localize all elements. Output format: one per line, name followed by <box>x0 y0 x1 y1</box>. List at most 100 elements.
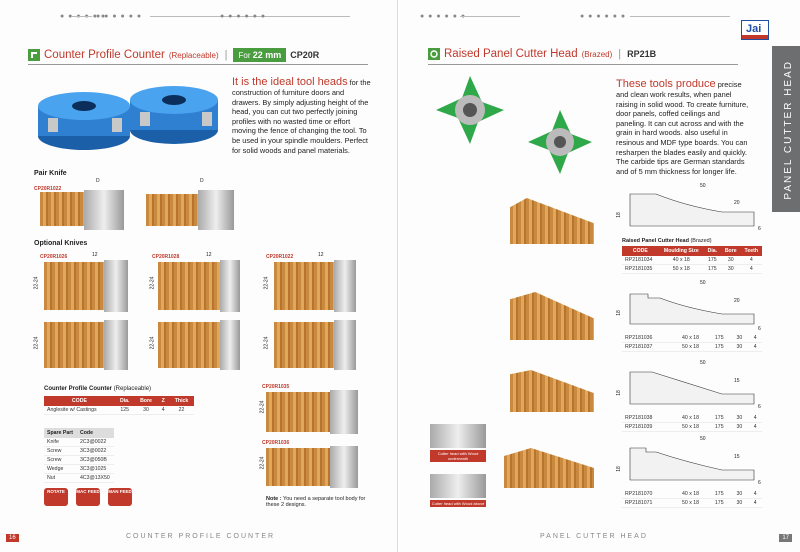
title-underline <box>428 64 738 65</box>
table-cell: Wedge <box>44 464 77 474</box>
dim-depth: 6 <box>758 326 761 332</box>
optional-wood <box>44 262 104 310</box>
table-cell: 30 <box>730 422 749 432</box>
panel-cutter-product-image <box>436 76 592 174</box>
table-cell: RP2181035 <box>622 264 659 274</box>
table-header: Teeth <box>740 246 762 256</box>
pair-knife-wood <box>146 194 198 226</box>
table-cell: 4 <box>740 256 762 265</box>
table-cell: RP2181034 <box>622 256 659 265</box>
table-header: CODE <box>622 246 659 256</box>
table-header: Dia. <box>114 396 135 406</box>
caption-wood-above: Cutter head with Wood above <box>430 500 486 507</box>
dim-height: 18 <box>615 466 622 472</box>
table-cell: 125 <box>114 406 135 415</box>
right-code: RP21B <box>627 49 657 59</box>
cp-table-title: Counter Profile Counter (Replaceable) <box>44 386 152 392</box>
cutter-under-illustration <box>430 424 486 448</box>
optional-code: CP20R1022 <box>266 254 294 260</box>
table-cell: 4C3@13X50 <box>77 473 114 483</box>
optional-cutter <box>220 260 240 312</box>
optional-cutter <box>104 320 128 370</box>
table-cell: RP2181037 <box>622 342 673 352</box>
wood-sample <box>504 448 594 488</box>
jai-logo: Jai <box>741 20 769 40</box>
dim-12: 12 <box>92 252 98 258</box>
optional-wood <box>274 322 334 368</box>
table-cell: 175 <box>703 264 721 274</box>
wood-sample <box>510 370 594 412</box>
table-cell: 175 <box>708 342 731 352</box>
table-cell: 50 x 18 <box>672 498 709 508</box>
table-header: Moulding Size <box>658 246 704 256</box>
table-cell: 30 <box>134 406 158 415</box>
dim-step: 15 <box>734 378 740 384</box>
optional-wood <box>158 262 220 310</box>
profile-drawing <box>629 193 755 227</box>
right-title-sub: (Brazed) <box>581 49 613 59</box>
left-footer: COUNTER PROFILE COUNTER <box>126 533 276 540</box>
table-header: Code <box>77 428 114 438</box>
decor-line <box>630 16 730 17</box>
dim-22-24: 22-24 <box>33 336 40 350</box>
profile-drawing <box>629 371 755 405</box>
dim-12: 12 <box>206 252 212 258</box>
left-title-sub: (Replaceable) <box>168 50 219 60</box>
table-header: CODE <box>44 396 115 406</box>
dim-height: 18 <box>615 310 622 316</box>
title-underline <box>28 64 368 65</box>
rotate-icon: ROTATE <box>44 488 68 506</box>
table-header: Z <box>157 396 170 406</box>
table-cell: 175 <box>703 256 721 265</box>
wood-sample <box>510 292 594 340</box>
table-cell: 4 <box>740 264 762 274</box>
table-cell: 30 <box>720 256 741 265</box>
table-cell: 30 <box>730 334 749 343</box>
extra-code: CP20R1035 <box>262 384 290 390</box>
dim-22-24: 22-24 <box>33 276 40 290</box>
mac-feed-icon: MAC FEED <box>76 488 100 506</box>
extra-cutter <box>330 390 358 434</box>
table-cell: 40 x 18 <box>672 490 709 499</box>
table-cell: 50 x 18 <box>672 342 709 352</box>
table-cell: 3C3@1025 <box>77 464 114 474</box>
table-cell: 50 x 18 <box>672 422 709 432</box>
extra-cutter <box>330 446 358 488</box>
decor-dots: ● ● ● ● ● ● <box>220 13 267 20</box>
dim-step: 20 <box>734 298 740 304</box>
table-cell: 30 <box>730 498 749 508</box>
table-cell: 30 <box>730 342 749 352</box>
dim-height: 18 <box>615 390 622 396</box>
profile-icon <box>28 49 40 61</box>
optional-cutter <box>334 320 356 370</box>
table-cell: Knife <box>44 438 77 447</box>
dim-22-24: 22-24 <box>263 336 270 350</box>
table-cell: 4 <box>748 334 762 343</box>
left-page-number: 16 <box>6 534 19 542</box>
table-cell: 3C3@050B <box>77 455 114 465</box>
cp-table: CODE Dia. Bore Z Thick Anglesite w/ Cast… <box>44 396 194 415</box>
optional-cutter <box>334 260 356 312</box>
separator: | <box>224 49 228 61</box>
table-cell: Screw <box>44 455 77 465</box>
dim-depth: 6 <box>758 226 761 232</box>
right-footer: PANEL CUTTER HEAD <box>540 533 648 540</box>
dim-step: 20 <box>734 200 740 206</box>
table-cell: 4 <box>748 490 762 499</box>
optional-knives-label: Optional Knives <box>34 240 88 247</box>
table-cell: 4 <box>748 414 762 423</box>
optional-wood <box>274 262 334 310</box>
side-band <box>772 46 800 212</box>
dim-depth: 6 <box>758 404 761 410</box>
dim-22-24: 22-24 <box>149 336 156 350</box>
dim-d: D <box>96 178 100 184</box>
left-title: Counter Profile Counter <box>44 49 165 61</box>
